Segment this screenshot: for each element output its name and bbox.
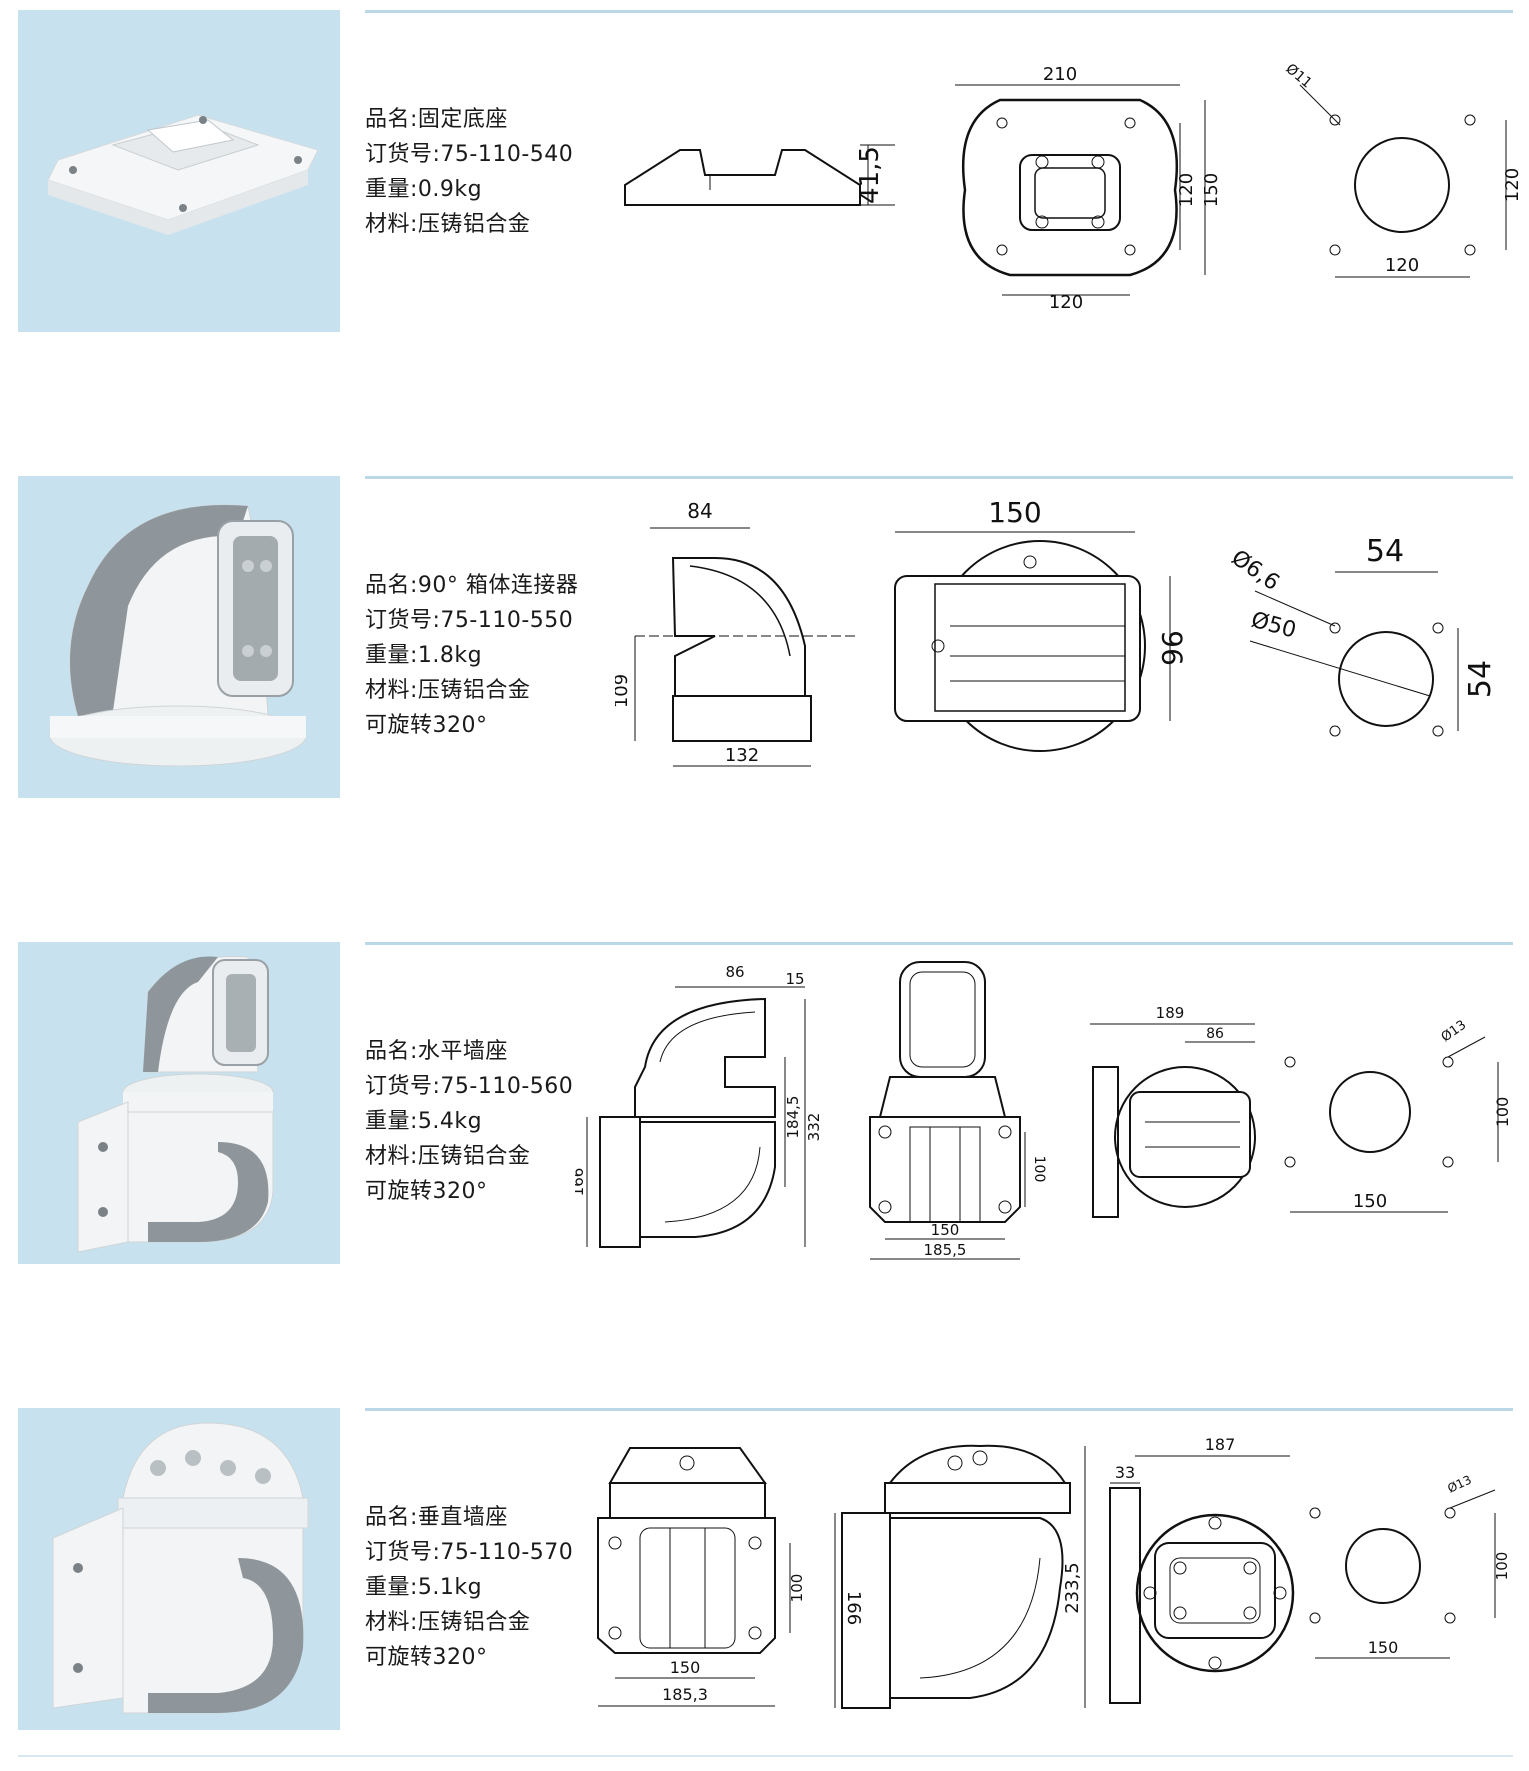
product-name: 品名:水平墙座 bbox=[365, 1039, 508, 1064]
rotation: 可旋转320° bbox=[365, 713, 488, 738]
dim-pattern-width: 150 bbox=[1368, 1638, 1399, 1657]
dim-front-width-1: 150 bbox=[931, 1221, 960, 1239]
front-view-drawing: 100 150 185,5 bbox=[855, 957, 1055, 1267]
dim-height-2: 332 bbox=[805, 1113, 823, 1142]
weight: 重量:5.1kg bbox=[365, 1575, 483, 1600]
section-divider bbox=[365, 1408, 1513, 1411]
rotation: 可旋转320° bbox=[365, 1645, 488, 1670]
product-photo-fixed-base bbox=[18, 10, 340, 332]
dim-pattern-height: 100 bbox=[1493, 1097, 1512, 1128]
product-info: 品名:固定底座 订货号:75-110-540 重量:0.9kg 材料:压铸铝合金 bbox=[365, 102, 595, 242]
dim-height-inner: 120 bbox=[1176, 173, 1197, 207]
dim-hole-diameter: Ø6,6 bbox=[1227, 545, 1284, 595]
product-photo-horizontal-wall-mount bbox=[18, 942, 340, 1264]
section-divider bbox=[365, 10, 1513, 13]
material: 材料:压铸铝合金 bbox=[365, 1610, 531, 1635]
dim-left-height: 166 bbox=[843, 1591, 864, 1625]
weight: 重量:0.9kg bbox=[365, 177, 483, 202]
dim-front-width-2: 185,3 bbox=[662, 1685, 708, 1704]
product-photo-90-connector bbox=[18, 476, 340, 798]
dim-pattern-width: 120 bbox=[1385, 255, 1419, 276]
dim-top-width: 86 bbox=[725, 963, 744, 981]
dim-side-height: 109 bbox=[615, 674, 632, 708]
dim-back-width: 187 bbox=[1205, 1435, 1236, 1454]
dim-left-height: 166 bbox=[575, 1168, 587, 1197]
dim-front-height: 96 bbox=[1156, 630, 1189, 666]
dim-width: 210 bbox=[1043, 64, 1077, 85]
hole-pattern-drawing: Ø13 100 150 bbox=[1270, 1002, 1520, 1232]
material: 材料:压铸铝合金 bbox=[365, 1144, 531, 1169]
dim-pattern-width: 54 bbox=[1366, 534, 1404, 569]
dim-top-offset: 86 bbox=[1206, 1026, 1224, 1042]
product-photo-vertical-wall-mount bbox=[18, 1408, 340, 1730]
hole-pattern-drawing: Ø6,6 Ø50 54 54 bbox=[1220, 516, 1520, 776]
dim-hole-diameter: Ø13 bbox=[1439, 1018, 1470, 1046]
order-number: 订货号:75-110-560 bbox=[365, 1074, 574, 1099]
product-section-4: 品名:垂直墙座 订货号:75-110-570 重量:5.1kg 材料:压铸铝合金… bbox=[0, 1408, 1529, 1738]
dim-top-offset: 15 bbox=[785, 970, 804, 988]
order-number: 订货号:75-110-550 bbox=[365, 608, 574, 633]
dim-bottom-width: 120 bbox=[1049, 292, 1083, 310]
product-info: 品名:水平墙座 订货号:75-110-560 重量:5.4kg 材料:压铸铝合金… bbox=[365, 1034, 595, 1209]
section-divider bbox=[365, 942, 1513, 945]
material: 材料:压铸铝合金 bbox=[365, 678, 531, 703]
product-name: 品名:垂直墙座 bbox=[365, 1505, 508, 1530]
product-info: 品名:垂直墙座 订货号:75-110-570 重量:5.1kg 材料:压铸铝合金… bbox=[365, 1500, 595, 1675]
product-section-3: 品名:水平墙座 订货号:75-110-560 重量:5.4kg 材料:压铸铝合金… bbox=[0, 942, 1529, 1272]
page-bottom-divider bbox=[18, 1755, 1513, 1757]
product-name: 品名:固定底座 bbox=[365, 107, 508, 132]
side-view-drawing: 41,5 bbox=[620, 125, 910, 235]
dim-height-1: 184,5 bbox=[784, 1096, 802, 1139]
dim-top-width: 189 bbox=[1156, 1004, 1185, 1022]
section-divider bbox=[365, 476, 1513, 479]
dim-pattern-width: 150 bbox=[1353, 1191, 1387, 1212]
top-view-drawing: 210 120 150 120 bbox=[940, 60, 1220, 310]
dim-front-width: 150 bbox=[988, 496, 1041, 529]
order-number: 订货号:75-110-540 bbox=[365, 142, 574, 167]
rotation: 可旋转320° bbox=[365, 1179, 488, 1204]
front-view-drawing: 100 150 185,3 bbox=[590, 1428, 830, 1728]
dim-center-diameter: Ø50 bbox=[1248, 608, 1298, 644]
order-number: 订货号:75-110-570 bbox=[365, 1540, 574, 1565]
product-section-2: 品名:90° 箱体连接器 订货号:75-110-550 重量:1.8kg 材料:… bbox=[0, 476, 1529, 806]
material: 材料:压铸铝合金 bbox=[365, 212, 531, 237]
dim-back-offset: 33 bbox=[1115, 1463, 1135, 1482]
weight: 重量:1.8kg bbox=[365, 643, 483, 668]
dim-top-width: 84 bbox=[687, 499, 712, 523]
product-section-1: 品名:固定底座 订货号:75-110-540 重量:0.9kg 材料:压铸铝合金… bbox=[0, 10, 1529, 340]
dim-side-height: 233,5 bbox=[1062, 1562, 1083, 1614]
hole-pattern-drawing: Ø11 120 120 bbox=[1270, 45, 1520, 295]
product-info: 品名:90° 箱体连接器 订货号:75-110-550 重量:1.8kg 材料:… bbox=[365, 568, 595, 743]
dim-pattern-height: 120 bbox=[1502, 168, 1520, 202]
dim-bottom-width: 132 bbox=[725, 745, 759, 766]
dim-hole-diameter: Ø11 bbox=[1282, 61, 1314, 92]
dim-front-height: 100 bbox=[788, 1574, 806, 1603]
side-view-drawing: 86 15 184,5 332 166 bbox=[575, 957, 835, 1267]
product-name: 品名:90° 箱体连接器 bbox=[365, 573, 579, 598]
side-view-drawing: 84 109 132 bbox=[615, 496, 875, 786]
dim-front-width-1: 150 bbox=[670, 1658, 701, 1677]
dim-hole-diameter: Ø13 bbox=[1445, 1473, 1473, 1496]
dim-height: 41,5 bbox=[855, 146, 885, 204]
weight: 重量:5.4kg bbox=[365, 1109, 483, 1134]
dim-front-width-2: 185,5 bbox=[924, 1241, 967, 1259]
back-view-drawing: 187 33 bbox=[1105, 1428, 1295, 1728]
dim-pattern-height: 54 bbox=[1463, 660, 1498, 698]
front-view-drawing: 150 96 bbox=[890, 496, 1200, 786]
top-view-drawing: 189 86 bbox=[1090, 1002, 1260, 1232]
dim-front-height: 100 bbox=[1031, 1156, 1047, 1183]
hole-pattern-drawing: Ø13 100 150 bbox=[1300, 1458, 1520, 1708]
dim-pattern-height: 100 bbox=[1493, 1552, 1511, 1581]
dim-height-outer: 150 bbox=[1201, 173, 1220, 207]
side-view-drawing: 166 233,5 bbox=[830, 1428, 1100, 1728]
